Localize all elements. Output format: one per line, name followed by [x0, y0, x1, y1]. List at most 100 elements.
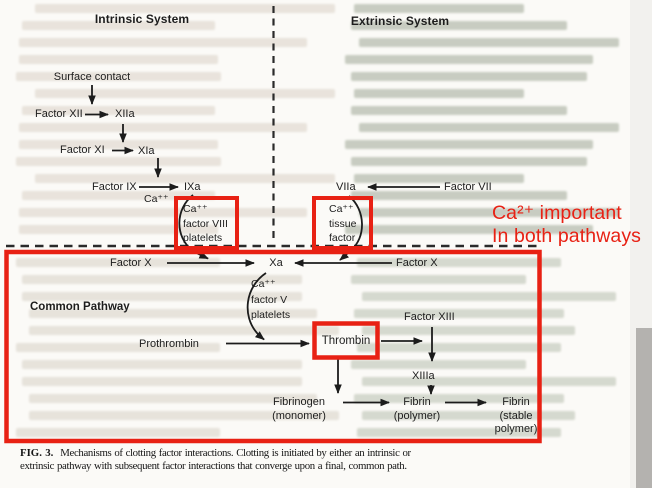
bleed-line — [28, 394, 318, 403]
label-thrombin: Thrombin — [321, 335, 371, 347]
bleed-line — [22, 292, 302, 301]
bleed-line — [19, 225, 219, 234]
bleed-line — [19, 55, 219, 64]
red-box-factor-viii — [174, 196, 239, 250]
fibrin-stable-name: Fibrin — [502, 396, 530, 408]
label-fibrin-polymer: Fibrin (polymer) — [394, 396, 440, 423]
bleed-line — [356, 258, 561, 267]
curve-xa-to-prothrombin — [246, 272, 267, 341]
caption-text-line1: Mechanisms of clotting factor interactio… — [60, 447, 411, 459]
label-factor-xii: Factor XII — [35, 108, 83, 120]
cofactor-v-factor: factor V — [251, 293, 288, 306]
label-common-pathway: Common Pathway — [30, 301, 130, 313]
bleed-line — [353, 4, 524, 13]
bleed-line — [22, 275, 302, 284]
bleed-line — [350, 21, 567, 30]
bleed-line — [28, 309, 318, 318]
bleed-line — [34, 4, 336, 13]
red-box-thrombin — [312, 321, 380, 360]
cofactor-tissue-tissue: tissue — [329, 217, 357, 230]
label-xiia: XIIa — [115, 108, 135, 120]
red-annotation-text: Ca²⁺ important In both pathways — [492, 202, 641, 248]
cofactor-viii-ca: Ca⁺⁺ — [183, 203, 208, 215]
extrinsic-system-header: Extrinsic System — [350, 14, 450, 28]
bleed-line — [22, 21, 216, 30]
label-factor-x-left: Factor X — [110, 257, 152, 269]
bleed-line — [359, 38, 619, 47]
bleed-line — [28, 326, 340, 335]
flow-arrows — [85, 85, 487, 407]
label-factor-ix: Factor IX — [92, 181, 137, 193]
bleed-line — [22, 360, 302, 369]
label-factor-xiii: Factor XIII — [404, 311, 455, 323]
red-box-common-pathway — [4, 249, 542, 444]
bleed-line — [19, 140, 219, 149]
label-prothrombin: Prothrombin — [139, 338, 199, 350]
label-viia: VIIa — [336, 181, 356, 193]
bleed-line — [359, 208, 619, 217]
bleed-line — [353, 89, 524, 98]
bleed-line — [16, 428, 221, 437]
caption-line1: FIG. 3. Mechanisms of clotting factor int… — [20, 447, 411, 460]
cofactor-viii-factor: factor VIII — [183, 217, 228, 230]
annotation-line1: Ca²⁺ important — [492, 202, 622, 224]
annotation-line2: In both pathways — [492, 225, 642, 247]
right-edge-scroll-block — [636, 328, 652, 488]
fibrinogen-name: Fibrinogen — [273, 396, 325, 408]
bleed-line — [22, 191, 216, 200]
caption-fig-number: FIG. 3. — [20, 447, 54, 459]
bleed-line — [350, 360, 527, 369]
cofactor-tissue-ca: Ca⁺⁺ — [329, 203, 354, 215]
bleed-line — [350, 191, 567, 200]
intrinsic-system-header: Intrinsic System — [94, 12, 190, 26]
fibrinogen-monomer: (monomer) — [272, 409, 326, 422]
bleed-line — [362, 411, 576, 420]
label-ixa: IXa — [184, 181, 201, 193]
bleed-line — [345, 140, 593, 149]
red-box-tissue-factor — [312, 196, 373, 250]
bleed-line — [356, 428, 561, 437]
bleed-line — [22, 106, 216, 115]
figure-caption: FIG. 3. Mechanisms of clotting factor int… — [20, 447, 411, 473]
bleed-line — [353, 309, 564, 318]
bleed-line — [16, 343, 221, 352]
red-annotation-boxes — [4, 196, 542, 444]
divider-lines — [6, 6, 538, 248]
label-fibrin-stable: Fibrin (stable polymer) — [495, 396, 538, 437]
bleed-line — [19, 208, 307, 217]
fibrin-stable-sub2: polymer) — [494, 423, 538, 435]
label-factor-x-right: Factor X — [396, 257, 438, 269]
cofactor-v-text: Ca⁺⁺ factor V platelets — [251, 277, 290, 324]
bleed-line — [359, 123, 619, 132]
bleed-line — [16, 157, 222, 166]
cofactor-tissue-factor: factor — [329, 232, 356, 244]
bleed-line — [34, 174, 336, 183]
bleed-line — [22, 377, 302, 386]
label-ca-intrinsic: Ca⁺⁺ — [144, 193, 169, 205]
bleed-line — [350, 275, 527, 284]
cofactor-tissue-text: Ca⁺⁺ tissue factor — [329, 202, 356, 246]
cofactor-v-ca: Ca⁺⁺ — [251, 278, 276, 290]
bleed-line — [350, 157, 587, 166]
label-xiiia: XIIIa — [412, 370, 435, 382]
cofactor-v-platelets: platelets — [251, 309, 291, 321]
label-surface-contact: Surface contact — [53, 71, 131, 83]
bleed-line — [345, 225, 593, 234]
bleedthrough-text-left-bottom — [16, 258, 340, 437]
fibrin-polymer-name: Fibrin — [403, 396, 431, 408]
fibrin-polymer-sub: (polymer) — [393, 409, 441, 422]
bleed-line — [362, 292, 616, 301]
bleed-line — [16, 72, 222, 81]
cofactor-viii-text: Ca⁺⁺ factor VIII platelets — [183, 202, 228, 246]
bleed-line — [362, 326, 576, 335]
bleed-line — [345, 55, 593, 64]
bleed-line — [19, 123, 307, 132]
bleed-line — [350, 106, 567, 115]
bleedthrough-text-left-top — [16, 4, 336, 234]
label-fibrinogen: Fibrinogen (monomer) — [272, 396, 326, 423]
caption-text-line2: extrinsic pathway with subsequent factor… — [20, 460, 407, 473]
label-xa: Xa — [269, 257, 283, 269]
cofactor-viii-platelets: platelets — [183, 232, 223, 244]
